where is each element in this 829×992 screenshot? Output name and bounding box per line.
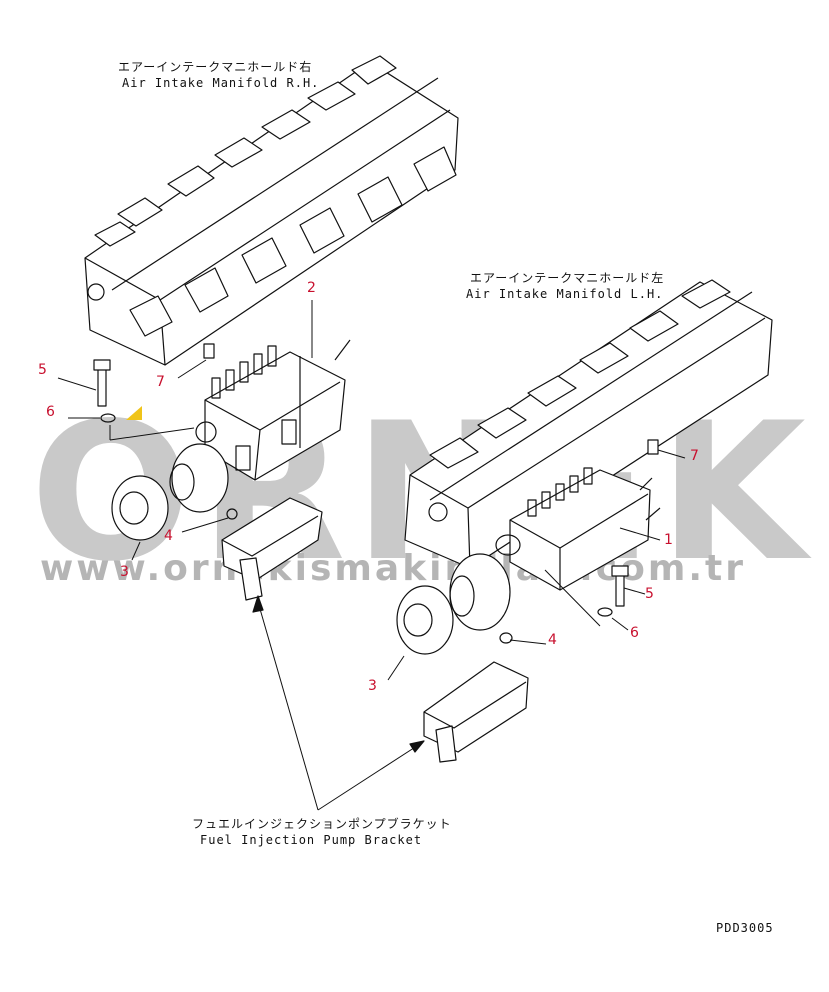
drawing-code: PDD3005 [716,921,774,935]
callout-1: 1 [664,532,673,548]
callout-6-right: 6 [630,625,639,641]
callout-2: 2 [307,280,316,296]
manifold-lh-jp-label: エアーインテークマニホールド左 [470,271,665,285]
manifold-rh-jp-label: エアーインテークマニホールド右 [118,60,313,74]
manifold-lh [404,279,773,569]
callout-4-right: 4 [548,632,557,648]
manifold-rh-en-label: Air Intake Manifold R.H. [122,76,320,90]
manifold-rh [84,55,459,366]
injection-pump-right [396,467,661,763]
callout-4-left: 4 [164,528,173,544]
manifold-lh-en-label: Air Intake Manifold L.H. [466,287,664,301]
callout-6-left: 6 [46,404,55,420]
callout-3-right: 3 [368,678,377,694]
callout-3-left: 3 [120,564,129,580]
callout-5-left: 5 [38,362,47,378]
bracket-jp-label: フュエルインジェクションポンプブラケット [192,817,452,831]
callout-5-right: 5 [645,586,654,602]
accent-mark [126,406,142,420]
callout-7-left: 7 [156,374,165,390]
bracket-en-label: Fuel Injection Pump Bracket [200,833,423,847]
injection-pump-left [93,339,351,601]
callout-7-right: 7 [690,448,699,464]
